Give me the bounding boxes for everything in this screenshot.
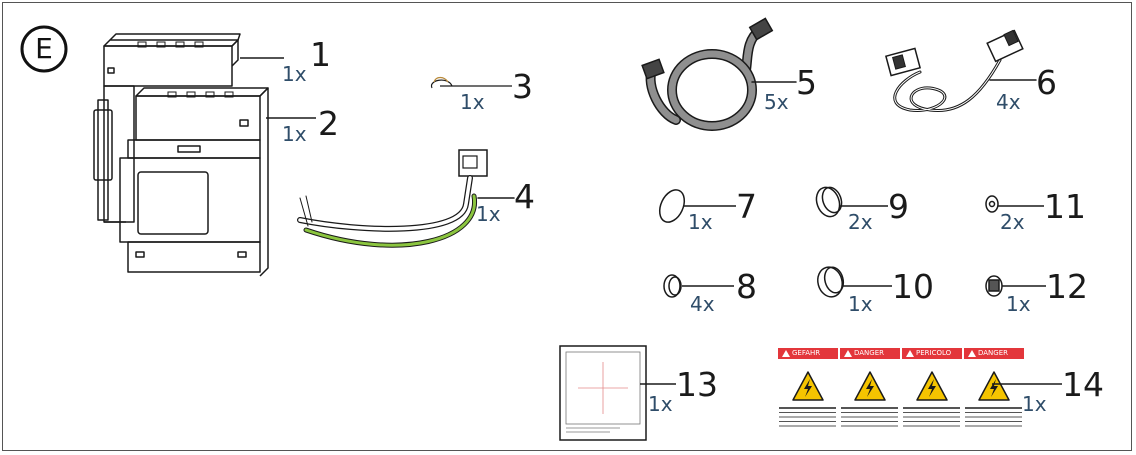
item-4-number: 4 [514,177,535,216]
item-12-number: 12 [1046,267,1088,306]
energy-meter-1-illustration [93,33,241,223]
item-8-number: 8 [736,267,757,306]
item-3-number: 3 [512,67,533,106]
item-9-number: 9 [888,187,909,226]
warning-sticker-header [902,348,962,359]
item-14-warning-stickers [778,348,1024,427]
item-8-quantity: 4x [690,292,715,316]
warning-sticker-header [964,348,1024,359]
item-9-cap [815,186,888,218]
item-13-quantity: 1x [648,392,673,416]
item-5-quantity: 5x [764,90,789,114]
warning-sticker-header [778,348,838,359]
item-10-cap [817,266,892,298]
item-4-quantity: 1x [476,202,501,226]
item-2-number: 2 [318,104,339,143]
item-12-quantity: 1x [1006,292,1031,316]
warning-sticker-label: GEFAHR [792,349,821,357]
warning-sticker-label: DANGER [978,349,1009,357]
item-1-number: 1 [310,35,331,74]
warning-sticker-label: DANGER [854,349,885,357]
item-11-washer [985,195,1044,213]
item-13-instruction-sheet [559,345,676,441]
section-letter: E [35,32,53,65]
item-5-patch-cable [641,17,797,131]
item-8-plug [663,274,734,298]
item-9-quantity: 2x [848,210,873,234]
item-2-quantity: 1x [282,122,307,146]
item-5-number: 5 [796,63,817,102]
item-1-quantity: 1x [282,62,307,86]
item-13-number: 13 [676,365,718,404]
item-7-ring [658,189,736,223]
item-12-grommet [985,275,1046,297]
item-10-number: 10 [892,267,934,306]
item-6-quantity: 4x [996,90,1021,114]
item-3-wire-jumper [430,76,512,89]
item-7-number: 7 [736,187,757,226]
item-3-quantity: 1x [460,90,485,114]
item-4-cable-with-ground [297,149,515,248]
item-14-number: 14 [1062,365,1104,404]
section-circle [20,25,68,73]
item-6-connector-cable [885,29,1037,113]
item-6-number: 6 [1036,63,1057,102]
item-10-quantity: 1x [848,292,873,316]
warning-sticker-label: PERICOLO [916,349,952,357]
energy-meter-2-illustration [119,87,269,277]
warning-sticker-header [840,348,900,359]
item-7-quantity: 1x [688,210,713,234]
item-14-quantity: 1x [1022,392,1047,416]
item-11-number: 11 [1044,187,1086,226]
item-11-quantity: 2x [1000,210,1025,234]
